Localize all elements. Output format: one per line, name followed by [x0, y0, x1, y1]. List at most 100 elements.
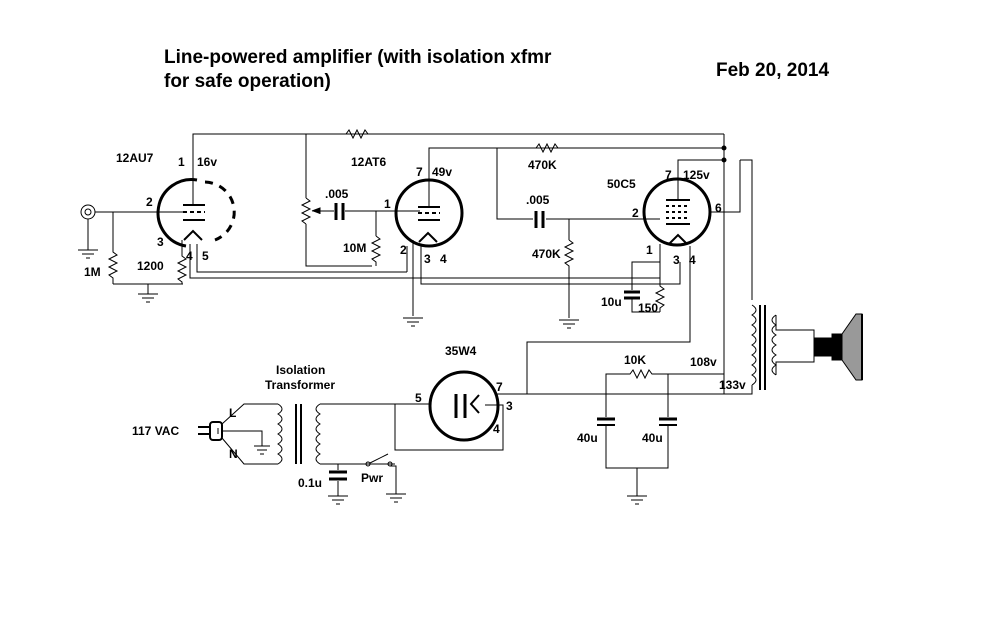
output-transformer-icon	[751, 304, 777, 390]
plate-resistor-2-icon	[530, 142, 564, 154]
cathode-cap-3-icon	[624, 290, 640, 300]
heater-string-wire-2	[196, 244, 407, 273]
v2-pin-7: 7	[416, 165, 423, 179]
v2-pin-2: 2	[400, 243, 407, 257]
v3-pin-1: 1	[646, 243, 653, 257]
filter-cap-2-label: 40u	[642, 431, 663, 445]
v2-pin-3: 3	[424, 252, 431, 266]
plate-resistor-2-label: 470K	[528, 158, 557, 172]
coupling-cap-2-label: .005	[526, 193, 550, 207]
speaker-wire-b	[775, 355, 815, 375]
input-resistor-label: 1M	[84, 265, 101, 279]
rectifier-heater-loop	[394, 403, 504, 451]
coupling2-left-wire	[496, 148, 533, 220]
v2-voltage-label: 49v	[432, 165, 452, 179]
coupling-cap-1-icon	[334, 203, 345, 220]
mains-neutral-label: N	[229, 447, 238, 461]
title-line-1: Line-powered amplifier (with isolation x…	[164, 47, 552, 68]
mains-ground-icon	[254, 445, 270, 455]
switch-ground-icon	[386, 493, 406, 503]
cathode-resistor-3-icon	[654, 262, 666, 312]
v1-pin-5: 5	[202, 249, 209, 263]
v3-grid-ground-icon	[559, 319, 579, 329]
input-resistor-icon	[107, 212, 119, 284]
v3-screen-wire	[677, 159, 724, 200]
v1-plate-resistor-icon	[340, 128, 374, 140]
output-transformer-primary-wire	[740, 159, 753, 300]
output-primary-bottom	[724, 385, 753, 395]
rectifier-pin-7: 7	[496, 380, 503, 394]
v1-cathode-resistor-label: 1200	[137, 259, 164, 273]
transformer-label-1: Isolation	[276, 363, 325, 377]
mains-neutral-wire	[221, 437, 278, 465]
line-cap-label: 0.1u	[298, 476, 322, 490]
v3-tube-icon	[642, 177, 712, 247]
v2-ground-icon	[403, 317, 423, 327]
v2-pin-1: 1	[384, 197, 391, 211]
v1-cathode-resistor-icon	[176, 250, 188, 284]
page-date: Feb 20, 2014	[716, 60, 830, 81]
v3-pin-2: 2	[632, 206, 639, 220]
v1-ground-icon	[138, 293, 158, 303]
v3-pin-7: 7	[665, 168, 672, 182]
v2-type-label: 12AT6	[351, 155, 386, 169]
b-plus-voltage-1-label: 108v	[690, 355, 717, 369]
mains-line-label: L	[229, 406, 236, 420]
v3-type-label: 50C5	[607, 177, 636, 191]
power-switch-label: Pwr	[361, 471, 383, 485]
cathode-cap-3-bottom	[631, 298, 660, 313]
v3-pin-6: 6	[715, 201, 722, 215]
v2-heater-b	[420, 246, 681, 285]
v3-cathode-wire	[631, 244, 661, 290]
v1-tube-icon	[156, 178, 236, 248]
v3-plate-wire	[710, 160, 741, 213]
grid-resistor-3-label: 470K	[532, 247, 561, 261]
v1-pin-2: 2	[146, 195, 153, 209]
filter-cap-1-label: 40u	[577, 431, 598, 445]
heater-to-rectifier-wire	[526, 246, 691, 394]
filter-cap-2-icon	[659, 417, 677, 426]
v1-voltage-label: 16v	[197, 155, 217, 169]
filter-resistor-icon	[624, 368, 668, 380]
mains-ground-wire	[222, 430, 263, 446]
pot-ground-wire	[305, 224, 372, 267]
coupling-cap-1-label: .005	[325, 187, 349, 201]
mains-voltage-label: 117 VAC	[132, 424, 179, 438]
rectifier-pin-5: 5	[415, 391, 422, 405]
v1-pin-3: 3	[157, 235, 164, 249]
grid-resistor-2-icon	[370, 235, 382, 266]
line-cap-icon	[329, 470, 347, 481]
coupling-cap-2-icon	[534, 211, 545, 228]
filter-left-wire	[605, 373, 624, 394]
rectifier-type-label: 35W4	[445, 344, 477, 358]
cathode-resistor-3-label: 150	[638, 301, 658, 315]
v1-pin-1: 1	[178, 155, 185, 169]
speaker-wire-a	[775, 315, 815, 338]
grid-resistor-2-label: 10M	[343, 241, 366, 255]
v3-pin-3: 3	[673, 253, 680, 267]
line-cap-ground-icon	[328, 495, 348, 505]
isolation-transformer-icon	[277, 403, 321, 465]
page-title: Line-powered amplifier (with isolation x…	[164, 46, 634, 94]
v1-plate-wire	[192, 133, 724, 205]
title-line-2: for safe operation)	[164, 71, 331, 92]
rectifier-tube-icon	[428, 370, 500, 442]
transformer-label-2: Transformer	[265, 378, 335, 392]
v1-type-label: 12AU7	[116, 151, 154, 165]
grid-resistor-3-icon	[563, 239, 575, 318]
input-jack-icon	[80, 204, 96, 220]
filter-resistor-label: 10K	[624, 353, 646, 367]
speaker-icon	[813, 313, 863, 381]
switch-ground-wire	[390, 465, 397, 494]
ac-plug-icon	[198, 421, 223, 441]
volume-pot-icon	[300, 197, 321, 225]
v2-plate-wire	[428, 147, 724, 207]
v3-pin-4: 4	[689, 253, 696, 267]
v2-pin-4: 4	[440, 252, 447, 266]
mains-line-wire	[221, 403, 278, 425]
filter-ground-icon	[627, 495, 647, 505]
filter-cap-1-icon	[597, 417, 615, 426]
v3-voltage-label: 125v	[683, 168, 710, 182]
rectifier-pin-3: 3	[506, 399, 513, 413]
